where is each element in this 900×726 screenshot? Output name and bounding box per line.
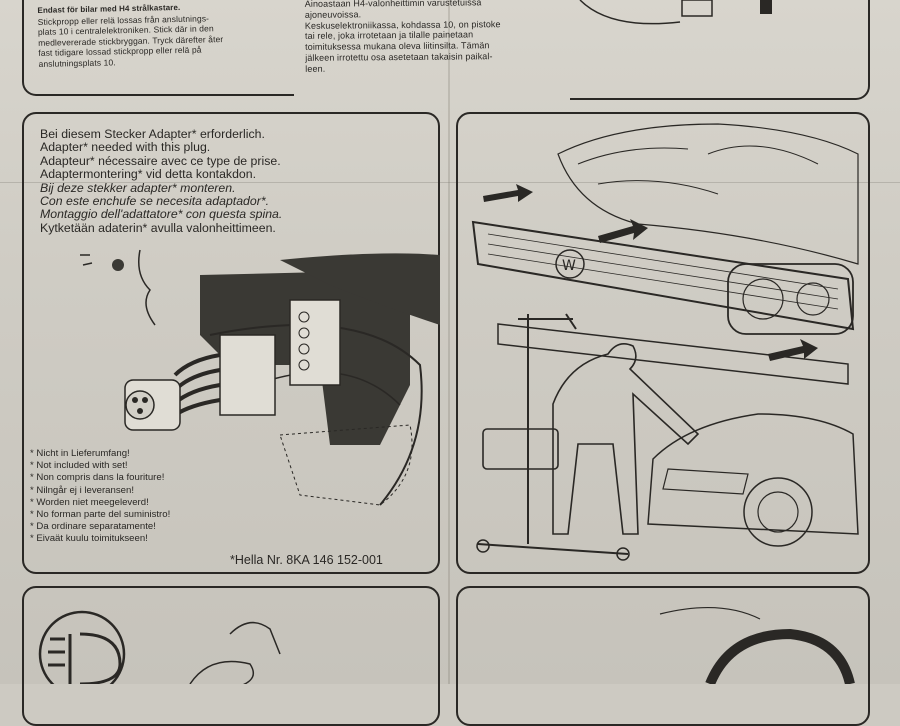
headlight-illustration-top [579,0,772,25]
note-line: * Not included with set! [30,460,128,472]
note-line: * Nilngår ej i leveransen! [30,484,134,496]
adapter-notice: Bei diesem Stecker Adapter* erforderlich… [40,127,283,235]
finnish-instructions: Ainoastaan H4-valonheittimin varustetuis… [305,0,501,74]
bottom-right-illustration [659,606,855,684]
fold-line-horizontal [0,182,900,183]
panel-headlight-adjustment [456,112,870,574]
text-line-de: Bei diesem Stecker Adapter* erforderlich… [40,127,265,141]
swedish-instructions: Endast för bilar med H4 strålkastare. St… [37,2,223,69]
text-line-es: Con este enchufe se necesita adaptador*. [40,194,270,209]
instruction-sheet [0,0,900,684]
text-line: jälkeen irrotettu osa asetetaan takaisin… [305,51,493,63]
headlight-aiming-illustration: W [471,123,859,561]
note-line: * Nicht in Lieferumfang! [30,448,130,459]
bulb-icon [38,610,281,684]
panel-adapter [22,112,440,574]
panel-top-right [570,0,870,100]
svg-text:W: W [562,258,576,274]
note-line: * Worden niet meegeleverd! [30,496,149,508]
note-line: * Da ordinare separatamente! [30,521,156,533]
not-included-notes: * Nicht in Lieferumfang! * Not included … [30,448,170,546]
note-line: * Non compris dans la fouriture! [30,472,165,484]
fold-line-vertical [448,0,450,684]
text-line-fi: Kytketään adaterin* avulla valonheittime… [40,220,276,235]
note-line: * Eivaät kuulu toimitukseen! [30,533,148,545]
text-line: leen. [305,63,326,74]
text-line-nl: Bij deze stekker adapter* monteren. [40,180,236,195]
panel-top-left [22,0,294,96]
adapter-plug-illustration [80,249,440,506]
text-line-sv: Adaptermontering* vid detta kontakdon. [40,167,257,182]
text-line-en: Adapter* needed with this plug. [40,140,211,155]
text-line-it: Montaggio dell'adattatore* con questa sp… [40,207,283,222]
hella-part-number: *Hella Nr. 8KA 146 152-001 [230,553,383,567]
text-line-fr: Adapteur* nécessaire avec ce type de pri… [40,153,281,168]
note-line: * No forman parte del suministro! [30,509,171,521]
